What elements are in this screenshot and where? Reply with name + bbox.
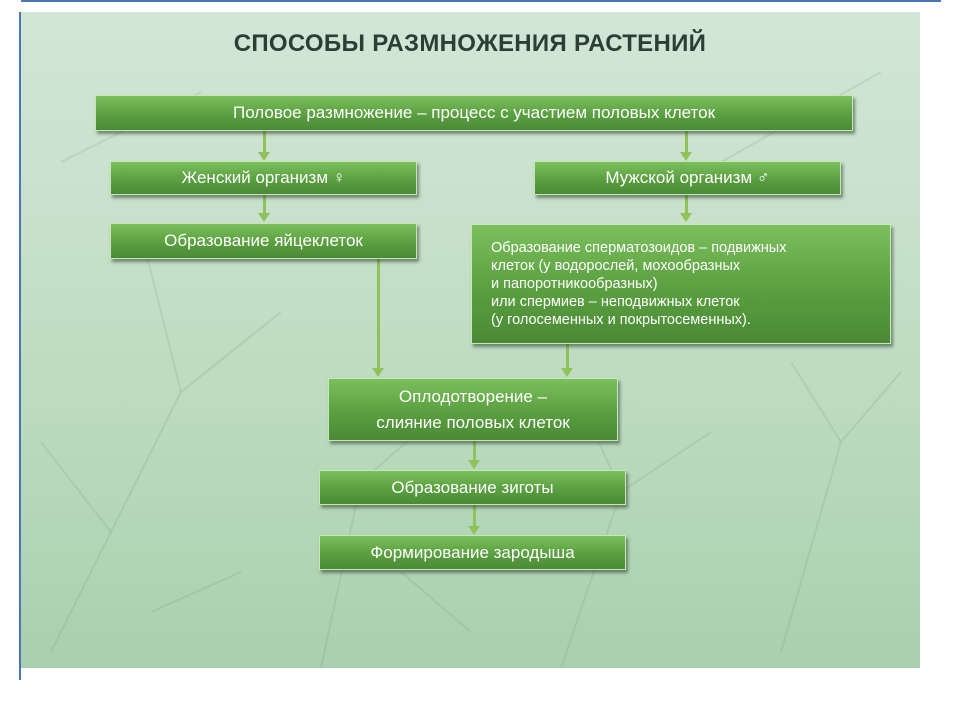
- female-organism-box: Женский организм ♀: [110, 161, 417, 195]
- arrow-head-to-sperm: [680, 213, 692, 222]
- arrow-line-to-zygote: [473, 440, 476, 461]
- arrow-head-to-male: [680, 152, 692, 161]
- page-title: СПОСОБЫ РАЗМНОЖЕНИЯ РАСТЕНИЙ: [233, 30, 707, 57]
- arrow-line-to-eggs: [263, 194, 266, 214]
- arrow-line-sperm-to-fertilization: [566, 343, 569, 369]
- arrow-line-eggs-to-fertilization: [377, 258, 380, 369]
- arrow-head-to-eggs: [258, 213, 270, 222]
- arrow-head-sperm-to-fertilization: [561, 368, 573, 377]
- arrow-head-to-female: [258, 152, 270, 161]
- sperm-line-5: (у голосеменных и покрытосеменных).: [491, 312, 751, 328]
- arrow-head-to-embryo: [468, 526, 480, 535]
- arrow-line-to-female: [263, 130, 266, 153]
- slide-top-border: [21, 0, 941, 12]
- sexual-reproduction-box: Половое размножение – процесс с участием…: [95, 95, 853, 131]
- male-organism-box: Мужской организм ♂: [534, 161, 841, 195]
- egg-formation-box: Образование яйцеклеток: [110, 223, 417, 259]
- fertilization-line-2: слияние половых клеток: [376, 412, 570, 432]
- arrow-line-to-sperm: [685, 194, 688, 214]
- arrow-head-to-zygote: [468, 460, 480, 469]
- arrow-line-to-embryo: [473, 504, 476, 527]
- sperm-line-1: Образование сперматозоидов – подвижных: [491, 240, 787, 256]
- arrow-line-to-male: [685, 130, 688, 153]
- sperm-line-4: или спермиев – неподвижных клеток: [491, 294, 740, 310]
- sperm-formation-box: Образование сперматозоидов – подвижных к…: [471, 224, 891, 344]
- embryo-formation-box: Формирование зародыша: [319, 535, 626, 570]
- arrow-head-eggs-to-fertilization: [372, 368, 384, 377]
- sperm-line-3: и папоротникообразных): [491, 276, 658, 292]
- slide-left-border: [19, 12, 21, 680]
- sperm-formation-text: Образование сперматозоидов – подвижных к…: [491, 239, 786, 329]
- zygote-formation-box: Образование зиготы: [319, 470, 626, 505]
- slide-right-margin: [920, 12, 941, 678]
- sperm-line-2: клеток (у водорослей, мохообразных: [491, 258, 741, 274]
- fertilization-box: Оплодотворение – слияние половых клеток: [328, 378, 618, 441]
- fertilization-line-1: Оплодотворение –: [398, 386, 548, 406]
